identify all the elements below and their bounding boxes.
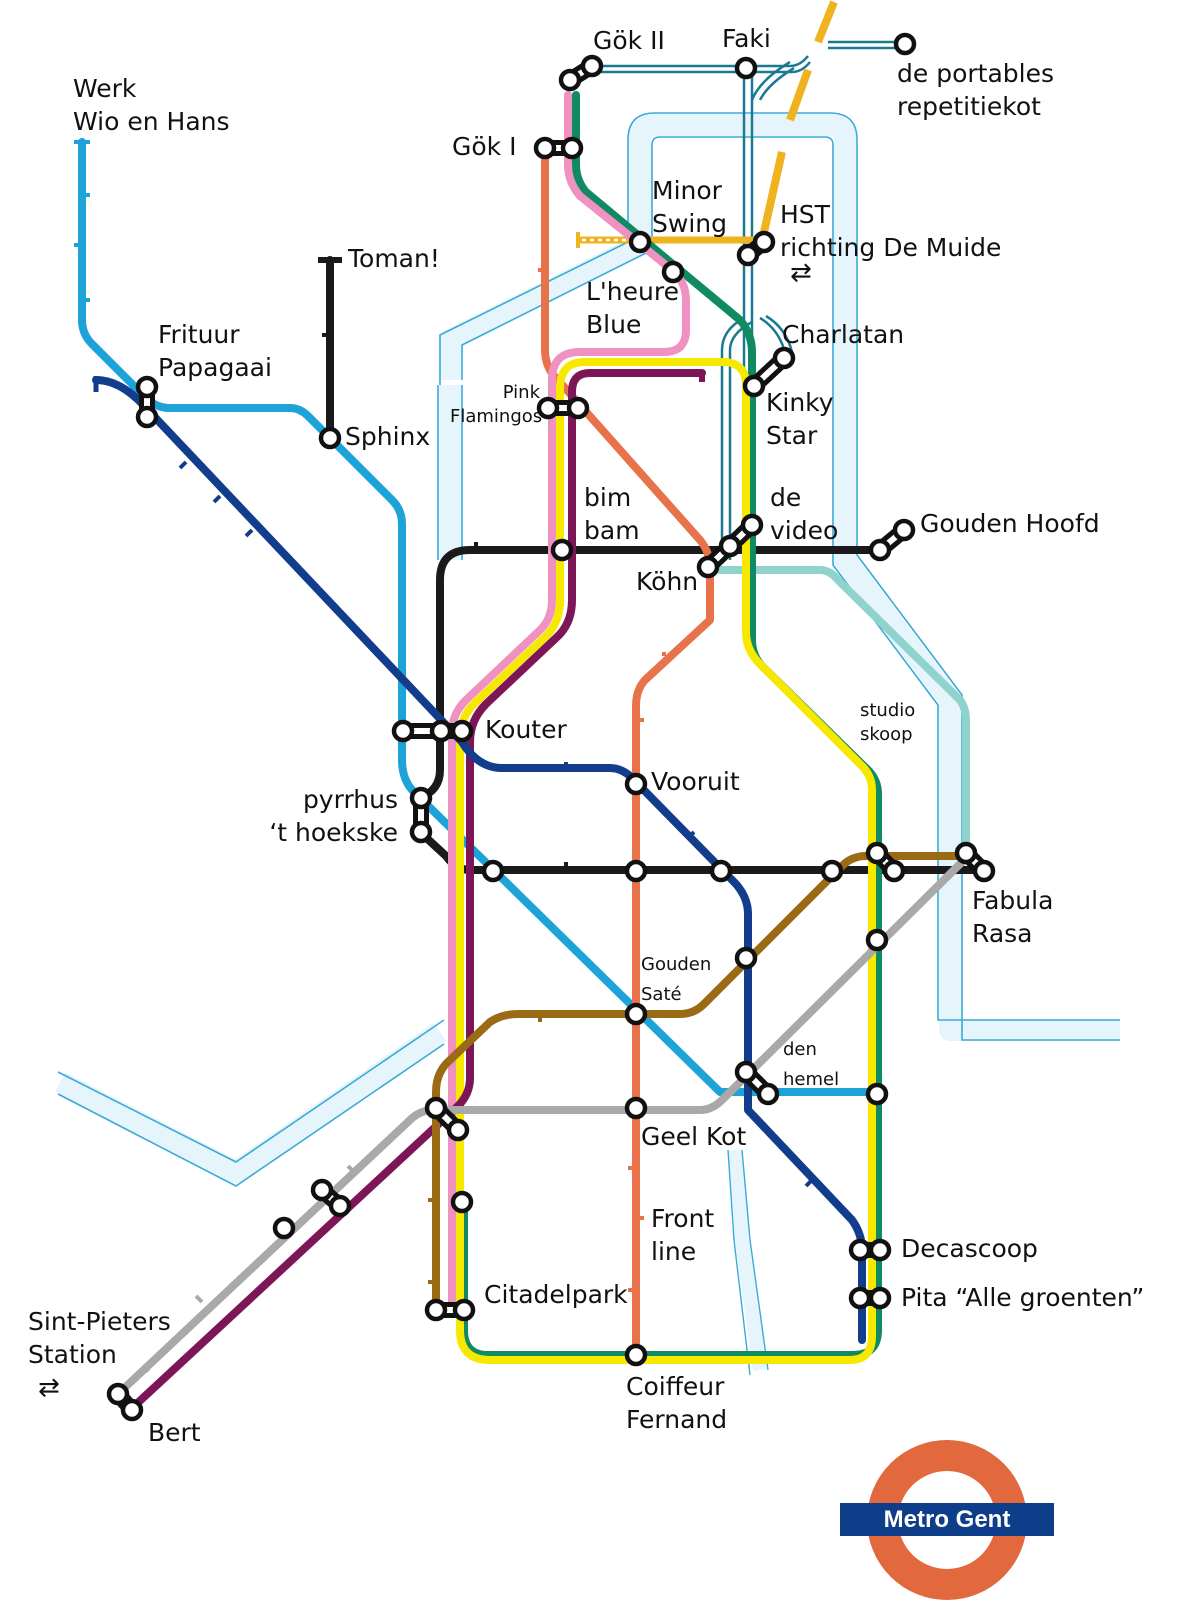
rail-icon-sint-pieters: ⇄	[38, 1373, 60, 1403]
label-gouden-sate[interactable]: Gouden Saté	[641, 954, 712, 1005]
stations	[106, 32, 996, 1422]
label-pita[interactable]: Pita “Alle groenten”	[901, 1283, 1145, 1312]
label-citadelpark[interactable]: Citadelpark	[484, 1280, 628, 1309]
line-yellow	[456, 358, 876, 1364]
label-kinky-star[interactable]: Kinky Star	[766, 388, 834, 450]
label-decascoop[interactable]: Decascoop	[901, 1234, 1038, 1263]
line-purple	[126, 369, 706, 1414]
label-studio-skoop[interactable]: studio skoop	[860, 700, 916, 745]
label-kohn[interactable]: Köhn	[636, 567, 699, 596]
label-faki[interactable]: Faki	[722, 24, 771, 53]
logo-bar: Metro Gent	[840, 1503, 1054, 1536]
label-den-hemel[interactable]: den hemel	[783, 1039, 840, 1090]
label-gouden-hoofd[interactable]: Gouden Hoofd	[920, 509, 1100, 538]
label-werk[interactable]: Werk Wio en Hans	[73, 74, 230, 136]
line-light-blue	[78, 138, 884, 1096]
rail-icon-hst: ⇄	[790, 258, 812, 288]
label-gok-i[interactable]: Gök I	[452, 132, 517, 161]
label-frituur-papagaai[interactable]: Frituur Papagaai	[158, 320, 272, 382]
label-pink-flamingos[interactable]: Pink Flamingos	[450, 382, 543, 427]
label-front-line[interactable]: Front line	[651, 1204, 715, 1266]
label-de-video[interactable]: de video	[770, 483, 839, 545]
line-grey	[114, 854, 970, 1398]
label-sphinx[interactable]: Sphinx	[345, 422, 431, 451]
label-lheure-blue[interactable]: L'heure Blue	[586, 277, 679, 339]
line-pink	[448, 91, 690, 1312]
label-toman[interactable]: Toman!	[348, 244, 440, 273]
label-minor-swing[interactable]: Minor Swing	[652, 176, 727, 238]
river-layer	[54, 112, 1120, 1376]
label-vooruit[interactable]: Vooruit	[651, 767, 740, 796]
label-hst[interactable]: HST richting De Muide	[780, 200, 1002, 262]
line-brown	[432, 852, 970, 1314]
label-bert[interactable]: Bert	[148, 1418, 201, 1447]
line-mint	[716, 566, 970, 856]
label-charlatan[interactable]: Charlatan	[782, 320, 905, 349]
line-orange	[541, 144, 714, 1359]
label-gok-ii[interactable]: Gök II	[593, 26, 665, 55]
label-bim-bam[interactable]: bim bam	[584, 483, 640, 545]
label-coiffeur-fernand[interactable]: Coiffeur Fernand	[626, 1372, 728, 1434]
line-teal	[590, 40, 905, 560]
label-sint-pieters-station[interactable]: Sint-Pieters Station	[28, 1307, 171, 1369]
label-de-portables[interactable]: de portables repetitiekot	[897, 59, 1054, 121]
metro-gent-logo: Metro Gent	[840, 1440, 1054, 1600]
label-fabula-rasa[interactable]: Fabula Rasa	[972, 886, 1054, 948]
label-geel-kot[interactable]: Geel Kot	[641, 1122, 747, 1151]
label-kouter[interactable]: Kouter	[485, 715, 567, 744]
line-hst	[760, 0, 838, 233]
label-pyrrhus[interactable]: pyrrhus ‘t hoekske	[269, 785, 398, 847]
